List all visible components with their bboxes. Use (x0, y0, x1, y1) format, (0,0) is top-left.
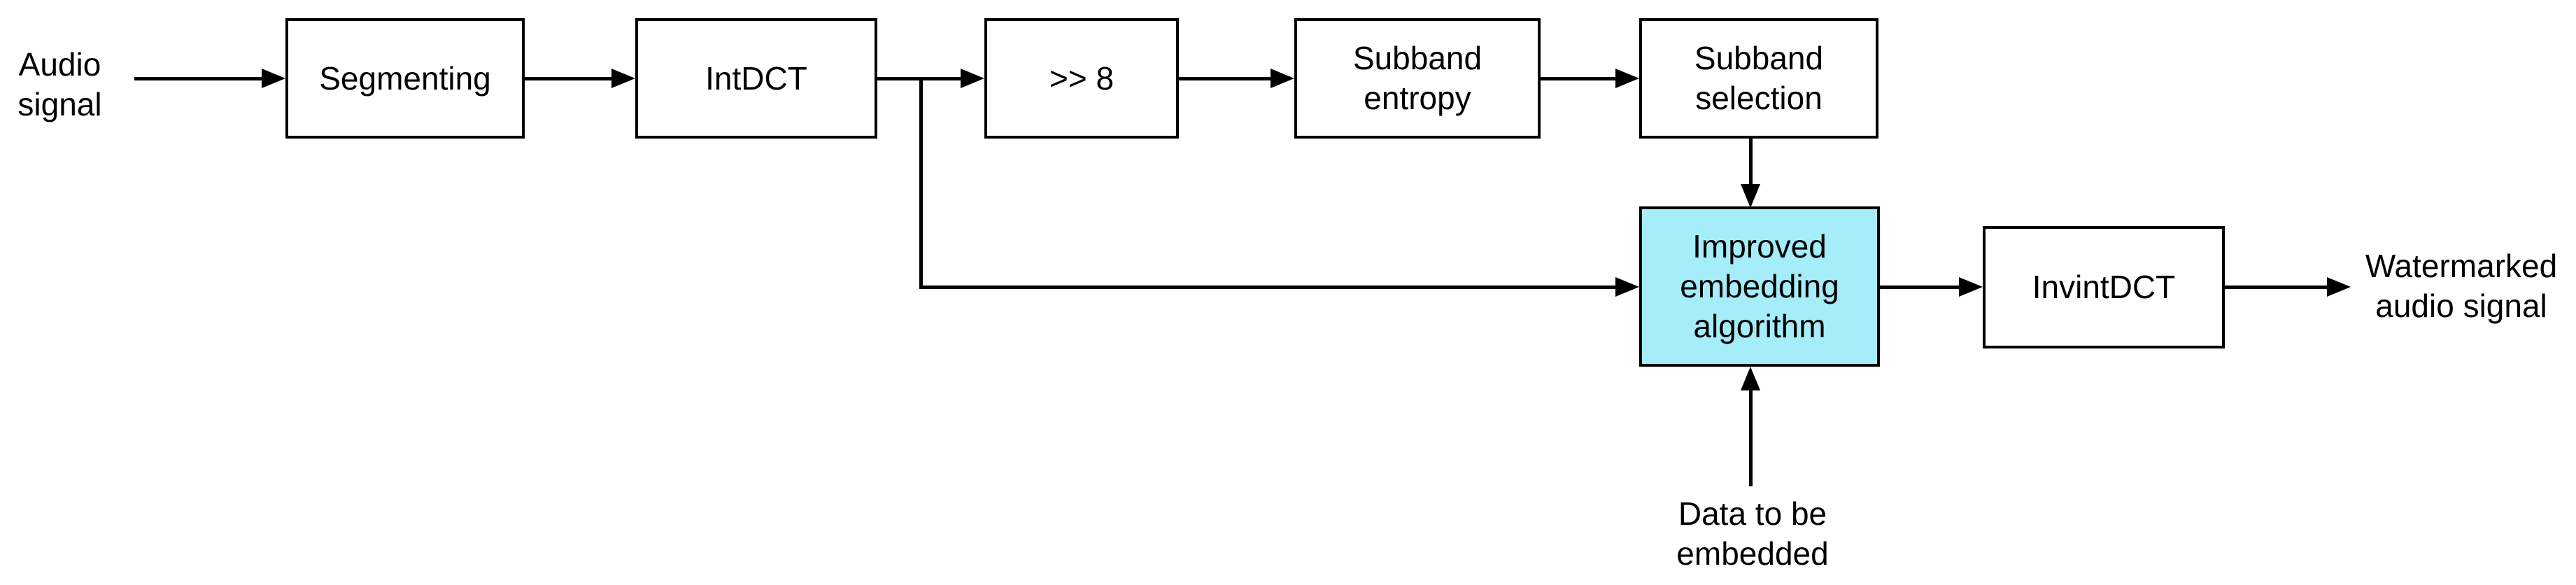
arrow-entropy-to-selection-head (1615, 69, 1639, 88)
arrow-intdct-to-shift8-line (877, 77, 961, 80)
arrow-audio-to-segmenting-head (262, 69, 285, 88)
audio-signal-label-line1: Audio (18, 46, 101, 83)
data-input-label: Data to be embedded (1646, 494, 1860, 574)
node-intdct: IntDCT (635, 18, 877, 139)
arrow-segmenting-to-intdct-line (525, 77, 611, 80)
node-invintdct-label: InvintDCT (2032, 269, 2176, 305)
arrow-entropy-to-selection-line (1541, 77, 1615, 80)
arrow-data-to-embedding-line (1749, 389, 1753, 486)
arrow-selection-to-embedding-line (1749, 139, 1753, 185)
data-input-label-line1: Data to be (1678, 495, 1827, 532)
watermarked-output-label-line2: audio signal (2375, 288, 2547, 324)
audio-signal-label: Audio signal (6, 45, 114, 125)
node-subband-entropy: Subband entropy (1294, 18, 1541, 139)
node-subband-selection: Subband selection (1639, 18, 1878, 139)
node-improved-embedding-label-line1: Improved (1692, 228, 1827, 265)
arrow-embedding-to-invintdct-head (1959, 277, 1983, 297)
data-input-label-line2: embedded (1676, 535, 1829, 572)
branch-intdct-to-embedding-vline (919, 78, 923, 287)
node-subband-entropy-label-line2: entropy (1364, 80, 1471, 116)
arrow-shift8-to-entropy-head (1271, 69, 1294, 88)
arrow-invintdct-to-output-line (2225, 286, 2327, 289)
node-improved-embedding-label-line2: embedding (1680, 268, 1839, 304)
node-shift8-label: >> 8 (1049, 59, 1114, 97)
arrow-embedding-to-invintdct-line (1880, 286, 1959, 289)
arrow-audio-to-segmenting-line (134, 77, 262, 80)
watermarked-output-label-line1: Watermarked (2365, 248, 2558, 284)
branch-intdct-to-embedding-hline (919, 286, 1615, 289)
arrow-intdct-to-shift8-head (961, 69, 984, 88)
audio-signal-label-line2: signal (17, 86, 102, 122)
node-segmenting: Segmenting (285, 18, 525, 139)
branch-intdct-to-embedding-head (1615, 277, 1639, 297)
arrow-segmenting-to-intdct-head (611, 69, 635, 88)
node-subband-entropy-label-line1: Subband (1352, 40, 1482, 76)
node-segmenting-label: Segmenting (319, 59, 491, 97)
node-intdct-label: IntDCT (705, 59, 807, 97)
node-subband-selection-label-line1: Subband (1694, 40, 1824, 76)
arrow-data-to-embedding-head (1741, 367, 1760, 390)
node-subband-selection-label-line2: selection (1695, 80, 1823, 116)
arrow-shift8-to-entropy-line (1179, 77, 1271, 80)
node-shift8: >> 8 (984, 18, 1179, 139)
node-improved-embedding: Improved embedding algorithm (1639, 206, 1880, 367)
arrow-selection-to-embedding-head (1741, 184, 1760, 208)
node-invintdct: InvintDCT (1983, 226, 2225, 348)
arrow-invintdct-to-output-head (2327, 277, 2351, 297)
node-improved-embedding-label-line3: algorithm (1693, 308, 1826, 344)
watermarked-output-label: Watermarked audio signal (2349, 246, 2573, 326)
